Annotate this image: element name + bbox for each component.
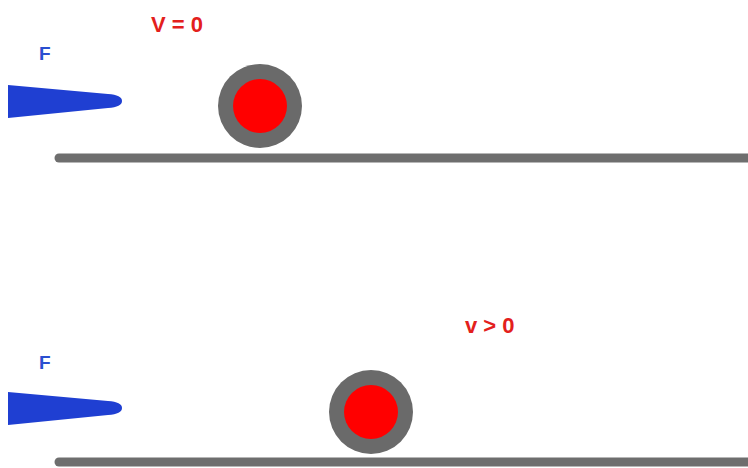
ground-line [59,458,748,467]
force-arrow [8,392,122,425]
ground-line [59,154,748,163]
velocity-label: V = 0 [151,14,203,36]
force-label: F [39,44,51,63]
wheel-hub [233,79,287,133]
wheel-rim [329,370,413,454]
velocity-label: v > 0 [465,315,515,337]
force-arrow [8,85,122,118]
force-label: F [39,353,51,372]
wheel-hub [344,385,398,439]
wheel-rim [218,64,302,148]
